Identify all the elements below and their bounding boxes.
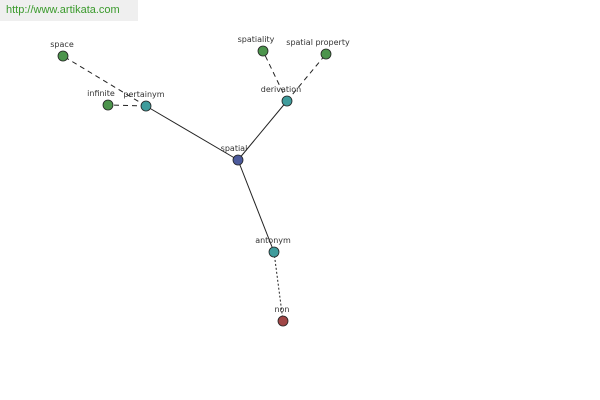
edge-spatial-derivation [237, 100, 288, 161]
node-space[interactable]: space [50, 40, 74, 62]
node-spatiality[interactable]: spatiality [238, 35, 275, 57]
node-label-spatial: spatial [221, 144, 248, 153]
node-label-antonym: antonym [255, 236, 291, 245]
node-label-pertainym: pertainym [123, 90, 164, 99]
node-non[interactable]: non [274, 305, 290, 327]
node-dot-infinite[interactable] [102, 99, 114, 111]
node-spatial[interactable]: spatial [221, 144, 248, 166]
edge-spatial-antonym [237, 159, 275, 253]
node-spatial-property[interactable]: spatial property [286, 38, 350, 60]
node-dot-antonym[interactable] [268, 246, 280, 258]
edge-pertainym-space [62, 55, 147, 107]
node-dot-pertainym[interactable] [140, 100, 152, 112]
edge-pertainym-infinite [107, 104, 147, 107]
node-label-space: space [50, 40, 74, 49]
edge-spatial-pertainym [145, 105, 239, 161]
nodes-layer: spatial pertainym derivation antonym space in… [50, 35, 350, 327]
node-pertainym[interactable]: pertainym [123, 90, 165, 112]
edge-derivation-spatial_property [286, 53, 327, 102]
node-label-spatiality: spatiality [238, 35, 275, 44]
node-label-infinite: infinite [87, 89, 115, 98]
node-dot-non[interactable] [277, 315, 289, 327]
node-infinite[interactable]: infinite [87, 89, 115, 111]
watermark-url: http://www.artikata.com [0, 0, 138, 21]
edge-derivation-spatiality [262, 50, 288, 102]
edge-antonym-non [273, 251, 284, 322]
node-dot-derivation[interactable] [281, 95, 293, 107]
node-label-spatial-property: spatial property [286, 38, 350, 47]
edges-layer [62, 50, 327, 322]
node-dot-space[interactable] [57, 50, 69, 62]
node-dot-spatial-property[interactable] [320, 48, 332, 60]
node-dot-spatiality[interactable] [257, 45, 269, 57]
node-dot-spatial[interactable] [232, 154, 244, 166]
node-label-derivation: derivation [261, 85, 301, 94]
node-label-non: non [274, 305, 289, 314]
node-antonym[interactable]: antonym [255, 236, 291, 258]
node-derivation[interactable]: derivation [261, 85, 301, 107]
